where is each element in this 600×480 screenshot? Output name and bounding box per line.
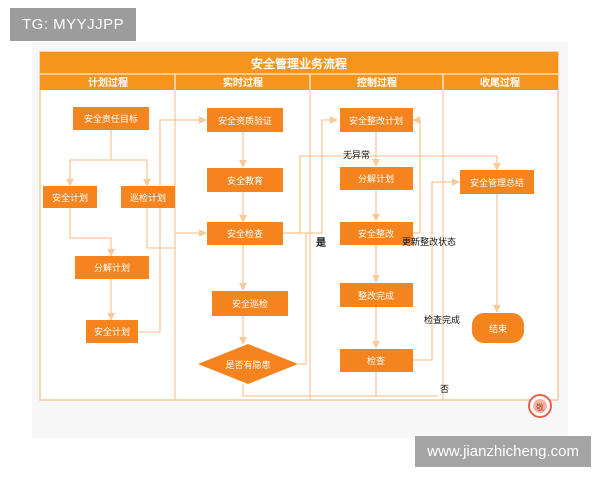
node-safety-education: 安全教育	[207, 168, 283, 192]
svg-text:结束: 结束	[489, 323, 507, 335]
svg-text:分解计划: 分解计划	[94, 262, 130, 274]
svg-text:安全教育: 安全教育	[227, 175, 263, 187]
channel-tag: TG: MYYJJPP	[10, 8, 137, 41]
svg-text:敬: 敬	[536, 402, 544, 412]
svg-text:安全责任目标: 安全责任目标	[84, 113, 138, 125]
diagram-frame	[39, 51, 559, 401]
node-safety-inspection: 安全检查	[207, 222, 283, 245]
node-patrol-plan: 巡检计划	[121, 186, 175, 208]
column-header-control: 控制过程	[357, 76, 397, 89]
label-update-status: 更新整改状态	[402, 236, 456, 248]
logo-seal-icon: 敬	[528, 394, 552, 418]
node-safety-rectify: 安全整改	[340, 222, 413, 245]
svg-text:安全巡检: 安全巡检	[232, 298, 268, 310]
node-decompose-plan-2: 分解计划	[340, 167, 413, 190]
diagram-title: 安全管理业务流程	[251, 56, 347, 71]
node-hazard-decision: 是否有隐患	[198, 344, 298, 384]
label-no-abnormal: 无异常	[343, 149, 370, 161]
svg-text:巡检计划: 巡检计划	[130, 192, 166, 204]
svg-text:安全资质验证: 安全资质验证	[218, 115, 272, 127]
label-no: 否	[440, 384, 449, 395]
node-summary: 安全管理总结	[460, 170, 534, 194]
node-decompose-plan-1: 分解计划	[75, 256, 149, 279]
site-watermark: www.jianzhicheng.com	[415, 436, 591, 467]
node-safety-qualification: 安全资质验证	[207, 108, 283, 132]
title-bar	[40, 52, 558, 74]
column-header-bar	[40, 74, 558, 90]
node-check: 检查	[340, 349, 413, 372]
node-safety-patrol: 安全巡检	[212, 291, 288, 316]
svg-text:分解计划: 分解计划	[358, 173, 394, 185]
svg-text:检查: 检查	[367, 355, 385, 367]
connectors	[66, 116, 501, 397]
node-rectify-done: 整改完成	[340, 283, 413, 307]
node-safety-plan-1: 安全计划	[43, 186, 97, 208]
column-header-plan: 计划过程	[88, 76, 128, 89]
svg-text:安全计划: 安全计划	[52, 192, 88, 204]
node-safety-goal: 安全责任目标	[73, 107, 149, 130]
svg-text:安全计划: 安全计划	[94, 326, 130, 338]
svg-text:安全整改: 安全整改	[358, 228, 394, 240]
svg-text:安全检查: 安全检查	[227, 228, 263, 240]
svg-text:整改完成: 整改完成	[358, 290, 394, 302]
node-safety-plan-2: 安全计划	[86, 320, 138, 343]
label-yes: 是	[315, 237, 326, 249]
node-rectify-plan: 安全整改计划	[340, 108, 413, 132]
column-dividers	[174, 74, 444, 400]
node-end: 结束	[472, 313, 524, 343]
svg-text:安全管理总结: 安全管理总结	[470, 177, 524, 189]
column-header-realtime: 实时过程	[223, 76, 263, 89]
label-check-done: 检查完成	[424, 314, 460, 326]
svg-text:是否有隐患: 是否有隐患	[225, 359, 270, 371]
svg-text:安全整改计划: 安全整改计划	[349, 115, 403, 127]
column-header-closing: 收尾过程	[480, 76, 520, 89]
